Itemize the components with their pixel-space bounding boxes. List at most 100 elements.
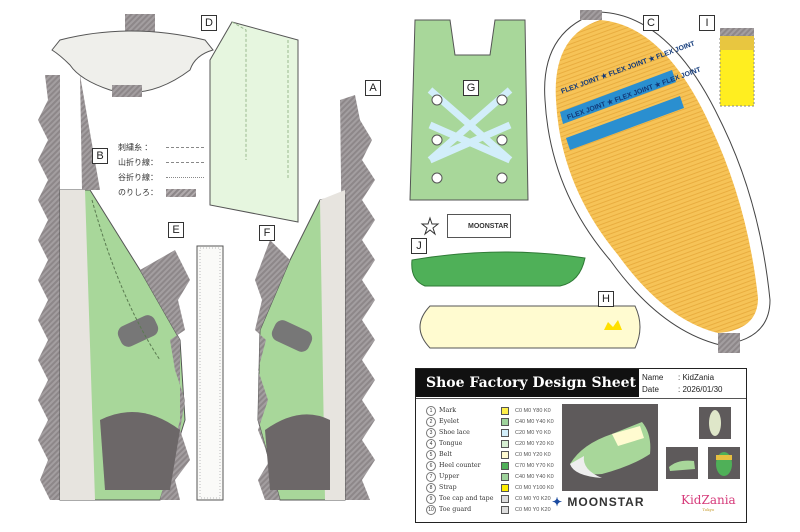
- legend-label: 刺繍糸 ：: [118, 143, 153, 152]
- piece-d-collar: [51, 14, 214, 97]
- item-name: Mark: [439, 407, 457, 414]
- cmyk-value: C0 M0 Y20 K0: [515, 451, 551, 458]
- label-d: D: [201, 15, 217, 31]
- cmyk-value: C0 M0 Y80 K0: [515, 407, 551, 414]
- item-name: Toe cap and tape: [439, 495, 494, 502]
- legend-label: のりしろ：: [118, 188, 158, 197]
- star-icon: [420, 216, 440, 236]
- legend-dashed-line: [166, 147, 204, 148]
- color-swatch: [501, 472, 509, 481]
- item-number: 10: [426, 504, 436, 515]
- item-name: Shoe lace: [439, 429, 470, 436]
- date-value: : 2026/01/30: [678, 385, 723, 394]
- item-number: 5: [426, 449, 436, 460]
- legend-dotted-line: [166, 177, 204, 178]
- color-swatch: [501, 483, 509, 492]
- sheet-meta: Name: KidZania Date: 2026/01/30: [642, 372, 722, 396]
- item-name: Upper: [439, 473, 460, 480]
- color-swatch: [501, 406, 509, 415]
- piece-g-vamp: [409, 19, 529, 201]
- shoe-photo-back: [708, 447, 740, 479]
- kidzania-logo-text: KidZania: [681, 493, 736, 507]
- item-number: 1: [426, 405, 436, 416]
- piece-e-strip: [196, 245, 224, 501]
- label-i: I: [699, 15, 715, 31]
- item-name: Belt: [439, 451, 452, 458]
- item-name: Strap: [439, 484, 457, 491]
- item-number: 6: [426, 460, 436, 471]
- legend-glue-swatch: [166, 188, 196, 197]
- name-label: Name: [642, 373, 664, 382]
- color-swatch: [501, 450, 509, 459]
- shoe-photo-top: [699, 407, 731, 439]
- label-f: F: [259, 225, 275, 241]
- flex-joint-bands: [560, 70, 684, 150]
- label-b: B: [92, 148, 108, 164]
- piece-a-quarter: [255, 95, 375, 501]
- cmyk-value: C0 M0 Y100 K0: [515, 484, 554, 491]
- cmyk-value: C0 M0 Y0 K20: [515, 495, 551, 502]
- item-name: Tongue: [439, 440, 463, 447]
- color-swatch: [501, 439, 509, 448]
- label-a: A: [365, 80, 381, 96]
- piece-i-mark: [719, 28, 755, 107]
- kidzania-sub: Tokyo: [702, 507, 715, 512]
- item-name: Toe guard: [439, 506, 472, 513]
- piece-h-strap: [419, 305, 641, 349]
- line-legend: 刺繍糸 ： 山折り線： 谷折り線： のりしろ：: [118, 140, 204, 200]
- color-swatch: [501, 505, 509, 514]
- item-number: 2: [426, 416, 436, 427]
- cmyk-value: C20 M0 Y0 K0: [515, 429, 551, 436]
- color-swatch: [501, 494, 509, 503]
- legend-dashdot-line: [166, 162, 204, 163]
- color-swatch: [501, 417, 509, 426]
- item-number: 7: [426, 471, 436, 482]
- name-value: : KidZania: [678, 373, 715, 382]
- legend-label: 谷折り線：: [118, 173, 158, 182]
- item-number: 8: [426, 482, 436, 493]
- cmyk-value: C40 M0 Y40 K0: [515, 473, 554, 480]
- piece-c-sole: [544, 10, 771, 353]
- item-number: 9: [426, 493, 436, 504]
- label-e: E: [168, 222, 184, 238]
- cmyk-value: C40 M0 Y40 K0: [515, 418, 554, 425]
- item-number: 4: [426, 438, 436, 449]
- sheet-title: Shoe Factory Design Sheet: [416, 369, 639, 397]
- moonstar-mark-piece: MOONSTAR: [447, 214, 511, 238]
- cmyk-value: C70 M0 Y70 K0: [515, 462, 554, 469]
- label-j: J: [411, 238, 427, 254]
- moonstar-logo-text: MOONSTAR: [567, 495, 645, 509]
- piece-j-toe-guard: [411, 251, 586, 287]
- label-c: C: [643, 15, 659, 31]
- legend-label: 山折り線：: [118, 158, 158, 167]
- cmyk-value: C20 M0 Y20 K0: [515, 440, 554, 447]
- moonstar-mark-text: MOONSTAR: [468, 223, 509, 230]
- label-g: G: [463, 80, 479, 96]
- color-swatch: [501, 428, 509, 437]
- moonstar-logo: ✦ MOONSTAR: [552, 495, 645, 509]
- item-name: Eyelet: [439, 418, 460, 425]
- shoe-photo-side: [666, 447, 698, 479]
- label-h: H: [598, 291, 614, 307]
- piece-f-tongue: [209, 21, 299, 223]
- color-swatch: [501, 461, 509, 470]
- item-name: Heel counter: [439, 462, 481, 469]
- design-sheet: Shoe Factory Design Sheet Name : KidZania…: [415, 368, 747, 523]
- cmyk-value: C0 M0 Y0 K20: [515, 506, 551, 513]
- shoe-photo-main: [562, 404, 658, 491]
- divider: [416, 398, 746, 399]
- item-number: 3: [426, 427, 436, 438]
